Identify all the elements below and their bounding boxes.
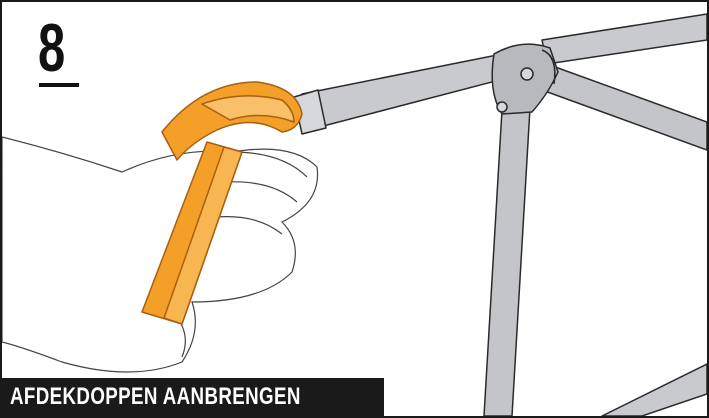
caption-bar: AFDEKDOPPEN AANBRENGEN [2,378,384,416]
step-caption: AFDEKDOPPEN AANBRENGEN [10,383,301,411]
mallet-head [162,82,302,160]
connector-bolt-lower [497,102,507,112]
frame-tubes [294,14,707,416]
upper-right-tube [542,14,707,64]
hand-outline [2,137,318,372]
connector-bolt [521,68,533,80]
lower-right-tube [602,364,707,416]
step-number: 8 [38,14,65,82]
diagonal-right-tube [542,64,707,150]
vertical-tube [484,108,530,416]
hand-sketch [2,137,318,372]
step-number-underline [39,83,79,87]
